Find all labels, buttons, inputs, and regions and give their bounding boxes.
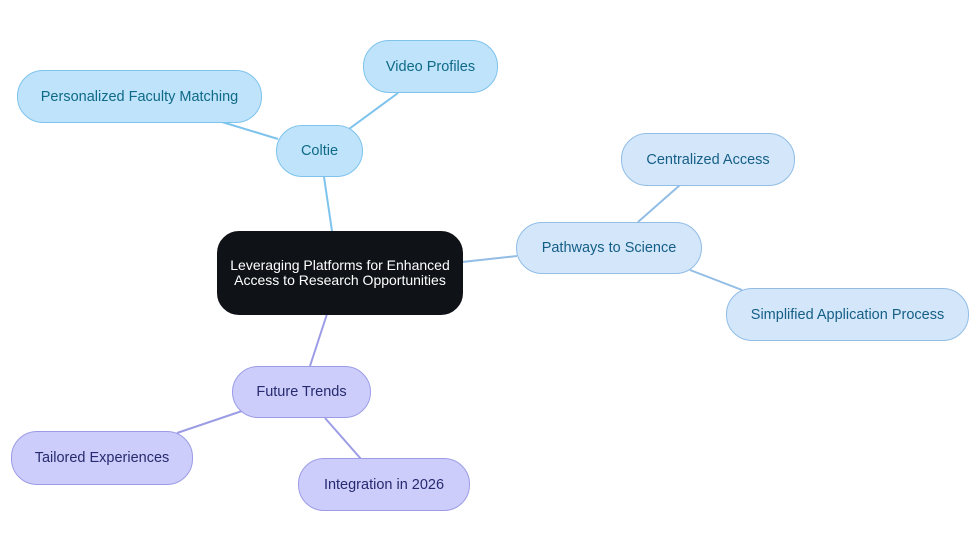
- node-video-profiles: Video Profiles: [363, 40, 498, 93]
- root-node: Leveraging Platforms for Enhanced Access…: [217, 231, 463, 315]
- edge-root-future: [309, 313, 328, 367]
- node-centralized-label: Centralized Access: [646, 151, 770, 168]
- node-integration-label: Integration in 2026: [323, 476, 445, 493]
- node-simplified-application-process: Simplified Application Process: [726, 288, 969, 341]
- node-personalized-faculty-matching: Personalized Faculty Matching: [17, 70, 262, 123]
- edge-root-coltie: [323, 176, 333, 232]
- node-coltie-label: Coltie: [300, 143, 339, 159]
- edge-future-tailored: [176, 410, 243, 434]
- edge-coltie-personalized: [221, 121, 279, 140]
- node-pathways-to-science: Pathways to Science: [516, 222, 702, 274]
- node-personalized-label: Personalized Faculty Matching: [40, 88, 239, 105]
- edge-pathways-simplified: [689, 269, 743, 291]
- edge-future-integration: [324, 417, 362, 460]
- node-pathways-label: Pathways to Science: [541, 240, 677, 256]
- edge-root-pathways: [461, 255, 518, 263]
- edge-coltie-video: [348, 92, 399, 130]
- node-tailored-experiences: Tailored Experiences: [11, 431, 193, 485]
- node-integration-2026: Integration in 2026: [298, 458, 470, 511]
- root-node-label: Leveraging Platforms for Enhanced Access…: [230, 256, 450, 288]
- edge-pathways-centralized: [637, 184, 681, 223]
- node-coltie: Coltie: [276, 125, 363, 177]
- node-centralized-access: Centralized Access: [621, 133, 795, 186]
- node-video-label: Video Profiles: [385, 58, 476, 75]
- node-tailored-label: Tailored Experiences: [34, 450, 170, 466]
- node-future-label: Future Trends: [256, 384, 347, 400]
- node-future-trends: Future Trends: [232, 366, 371, 418]
- node-simplified-label: Simplified Application Process: [750, 306, 945, 323]
